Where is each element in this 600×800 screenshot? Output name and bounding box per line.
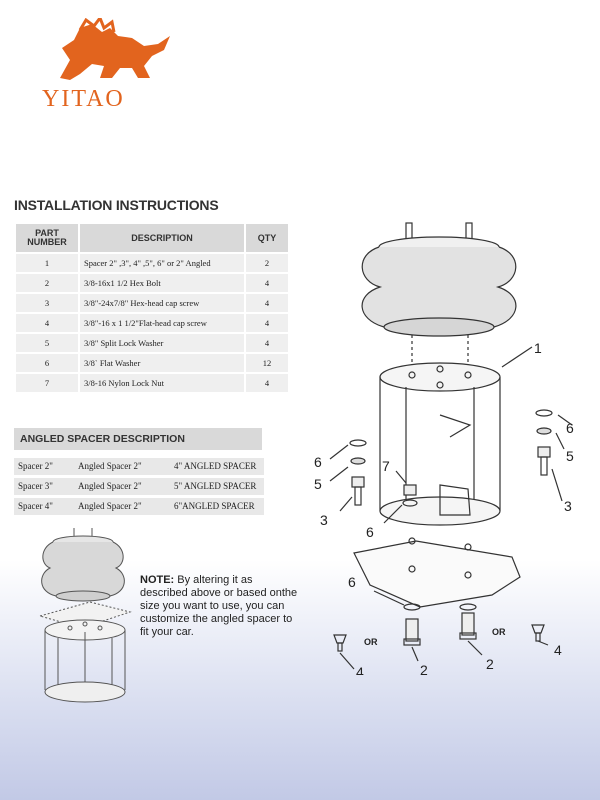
part-qty: 12: [246, 354, 288, 372]
parts-table: PART NUMBER DESCRIPTION QTY 1 Spacer 2" …: [14, 222, 290, 394]
label-2: 2: [420, 662, 428, 675]
part-description: Spacer 2" ,3", 4" ,5", 6" or 2" Angled: [80, 254, 244, 272]
angled-spacer-result: 4" ANGLED SPACER: [170, 458, 264, 475]
angled-row: Spacer 2" Angled Spacer 2" 4" ANGLED SPA…: [14, 458, 264, 475]
label-6: 6: [314, 454, 322, 470]
brand-name: YITAO: [42, 86, 125, 112]
label-6: 6: [566, 420, 574, 436]
part-number: 4: [16, 314, 78, 332]
angled-row: Spacer 3" Angled Spacer 2" 5" ANGLED SPA…: [14, 478, 264, 495]
table-row: 4 3/8"-16 x 1 1/2"Flat-head cap screw 4: [16, 314, 288, 332]
spacer-size: Spacer 2": [14, 458, 76, 475]
note-body: By altering it as described above or bas…: [140, 574, 298, 638]
label-7: 7: [382, 458, 390, 474]
angled-spacer-size: Angled Spacer 2": [76, 478, 180, 495]
label-or: OR: [492, 627, 506, 637]
part-number: 7: [16, 374, 78, 392]
label-4: 4: [356, 664, 364, 675]
header-description: DESCRIPTION: [80, 224, 244, 252]
table-row: 1 Spacer 2" ,3", 4" ,5", 6" or 2" Angled…: [16, 254, 288, 272]
table-row: 7 3/8-16 Nylon Lock Nut 4: [16, 374, 288, 392]
small-assembly-illustration: [38, 528, 132, 703]
part-qty: 2: [246, 254, 288, 272]
table-row: 2 3/8-16x1 1/2 Hex Bolt 4: [16, 274, 288, 292]
label-6: 6: [366, 524, 374, 540]
part-description: 3/8-16 Nylon Lock Nut: [80, 374, 244, 392]
section-title: INSTALLATION INSTRUCTIONS: [14, 197, 219, 213]
part-number: 2: [16, 274, 78, 292]
spacer-size: Spacer 4": [14, 498, 76, 515]
label-3: 3: [564, 498, 572, 514]
label-1: 1: [534, 340, 542, 356]
angled-spacer-header: ANGLED SPACER DESCRIPTION: [14, 428, 262, 450]
angled-spacer-result: 6"ANGLED SPACER: [170, 498, 264, 515]
part-qty: 4: [246, 374, 288, 392]
label-or: OR: [364, 637, 378, 647]
exploded-assembly-diagram: 1 6 5 3 6 5 3 7 6 6 2 2 4 4 OR OR: [314, 222, 574, 675]
label-3: 3: [320, 512, 328, 528]
angled-row: Spacer 4" Angled Spacer 2" 6"ANGLED SPAC…: [14, 498, 264, 515]
angled-spacer-size: Angled Spacer 2": [76, 498, 180, 515]
spacer-size: Spacer 3": [14, 478, 76, 495]
part-description: 3/8"-16 x 1 1/2"Flat-head cap screw: [80, 314, 244, 332]
label-5: 5: [566, 448, 574, 464]
part-description: 3/8" Split Lock Washer: [80, 334, 244, 352]
label-4: 4: [554, 642, 562, 658]
table-row: 3 3/8"-24x7/8" Hex-head cap screw 4: [16, 294, 288, 312]
part-number: 1: [16, 254, 78, 272]
table-row: 6 3/8` Flat Washer 12: [16, 354, 288, 372]
header-qty: QTY: [246, 224, 288, 252]
part-qty: 4: [246, 314, 288, 332]
part-qty: 4: [246, 294, 288, 312]
label-2: 2: [486, 656, 494, 672]
label-6: 6: [348, 574, 356, 590]
part-description: 3/8-16x1 1/2 Hex Bolt: [80, 274, 244, 292]
label-5: 5: [314, 476, 322, 492]
note-label: NOTE:: [140, 574, 175, 586]
angled-spacer-result: 5" ANGLED SPACER: [170, 478, 264, 495]
part-number: 5: [16, 334, 78, 352]
lion-logo-icon: [60, 18, 170, 80]
part-qty: 4: [246, 274, 288, 292]
part-number: 6: [16, 354, 78, 372]
part-description: 3/8` Flat Washer: [80, 354, 244, 372]
part-number: 3: [16, 294, 78, 312]
part-description: 3/8"-24x7/8" Hex-head cap screw: [80, 294, 244, 312]
angled-spacer-size: Angled Spacer 2": [76, 458, 180, 475]
table-row: 5 3/8" Split Lock Washer 4: [16, 334, 288, 352]
header-part-number: PART NUMBER: [16, 224, 78, 252]
note-text: NOTE: By altering it as described above …: [140, 574, 300, 639]
part-qty: 4: [246, 334, 288, 352]
